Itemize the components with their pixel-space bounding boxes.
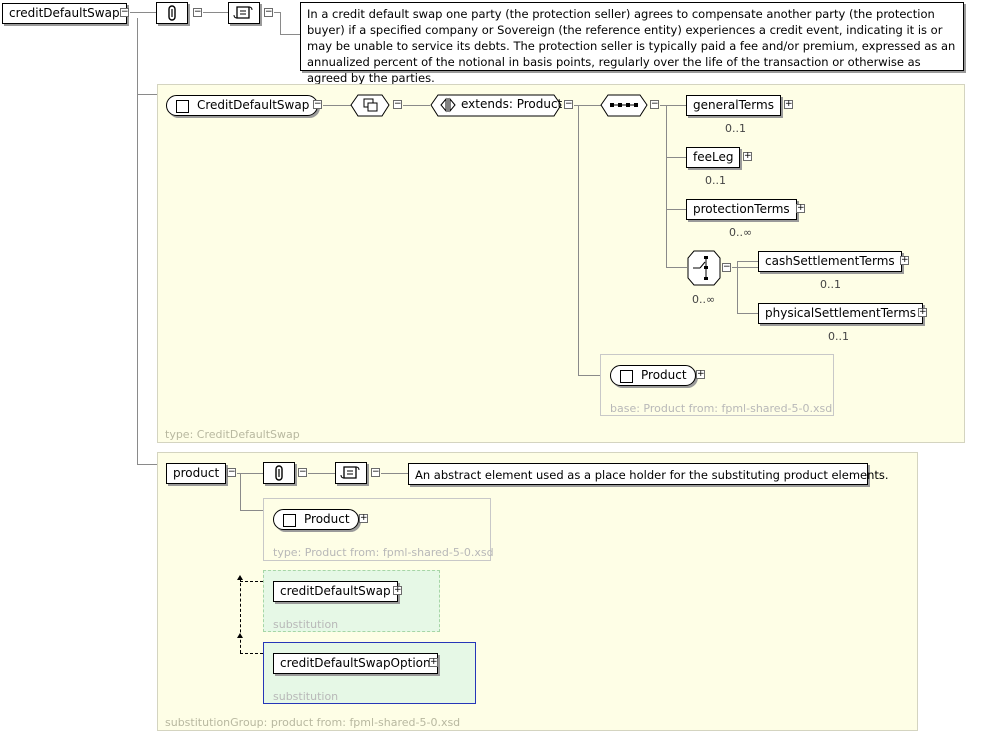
minus-icon[interactable]: − — [650, 99, 659, 109]
type-name-label: CreditDefaultSwap — [197, 98, 310, 112]
element-label: creditDefaultSwapOption — [280, 656, 431, 670]
type-product[interactable]: Product — [273, 509, 359, 530]
choice-icon — [687, 250, 721, 286]
cardinality: 0..1 — [820, 278, 841, 291]
cardinality: 0..1 — [705, 174, 726, 187]
element-credit-default-swap-option[interactable]: creditDefaultSwapOption — [273, 653, 438, 674]
extends-label: extends: Product — [461, 97, 563, 111]
substitution-panel-footer: substitutionGroup: product from: fpml-sh… — [165, 716, 461, 729]
minus-icon[interactable]: − — [193, 7, 202, 17]
complex-type-icon — [176, 100, 189, 113]
element-physical-settlement-terms[interactable]: physicalSettlementTerms — [758, 303, 924, 324]
minus-icon[interactable]: − — [298, 467, 307, 477]
root-documentation-text: In a credit default swap one party (the … — [307, 7, 956, 85]
element-protection-terms[interactable]: protectionTerms — [686, 199, 797, 220]
product-documentation-text: An abstract element used as a place hold… — [415, 468, 889, 482]
element-label: physicalSettlementTerms — [765, 306, 917, 320]
minus-icon[interactable]: − — [393, 99, 402, 109]
element-cash-settlement-terms[interactable]: cashSettlementTerms — [758, 251, 902, 272]
plus-icon[interactable]: + — [918, 307, 927, 317]
type-panel-footer: type: CreditDefaultSwap — [165, 428, 300, 441]
element-fee-leg[interactable]: feeLeg — [686, 147, 741, 168]
plus-icon[interactable]: + — [429, 657, 438, 667]
plus-icon[interactable]: + — [393, 585, 402, 595]
element-general-terms[interactable]: generalTerms — [686, 95, 781, 116]
minus-icon[interactable]: − — [227, 467, 236, 477]
element-label: creditDefaultSwap — [280, 584, 391, 598]
element-label: cashSettlementTerms — [765, 254, 895, 268]
type-name-label: Product — [641, 368, 687, 382]
root-documentation: In a credit default swap one party (the … — [300, 2, 964, 85]
element-label: generalTerms — [693, 98, 774, 112]
type-credit-default-swap[interactable]: CreditDefaultSwap — [166, 95, 319, 116]
paperclip-icon — [156, 2, 188, 24]
base-type-footer: base: Product from: fpml-shared-5-0.xsd — [610, 402, 833, 415]
paperclip-icon — [263, 462, 295, 484]
substitution-label: substitution — [273, 690, 339, 703]
complex-type-icon — [283, 514, 296, 527]
minus-icon[interactable]: − — [564, 99, 573, 109]
type-product[interactable]: Product — [610, 365, 696, 386]
plus-icon[interactable]: + — [743, 151, 752, 161]
product-type-footer: type: Product from: fpml-shared-5-0.xsd — [273, 546, 494, 559]
plus-icon[interactable]: + — [696, 369, 705, 379]
root-element[interactable]: creditDefaultSwap — [2, 3, 127, 24]
cardinality: 0..1 — [828, 330, 849, 343]
plus-icon[interactable]: + — [359, 513, 368, 523]
cardinality: 0..1 — [725, 122, 746, 135]
minus-icon[interactable]: − — [264, 7, 273, 17]
cardinality: 0..∞ — [729, 226, 753, 239]
minus-icon[interactable]: − — [120, 7, 129, 17]
root-element-label: creditDefaultSwap — [9, 6, 120, 20]
type-name-label: Product — [304, 512, 350, 526]
element-credit-default-swap[interactable]: creditDefaultSwap — [273, 581, 398, 602]
plus-icon[interactable]: + — [900, 255, 909, 265]
minus-icon[interactable]: − — [371, 467, 380, 477]
extends-product[interactable]: extends: Product — [430, 94, 562, 117]
scroll-icon — [228, 2, 260, 24]
element-product[interactable]: product — [166, 463, 227, 484]
substitution-label: substitution — [273, 618, 339, 631]
complex-type-icon — [620, 370, 633, 383]
scroll-icon — [335, 462, 367, 484]
plus-icon[interactable]: + — [784, 99, 793, 109]
complex-content-icon — [350, 94, 390, 117]
arrow-up-icon — [237, 633, 243, 638]
product-documentation: An abstract element used as a place hold… — [408, 463, 889, 485]
minus-icon[interactable]: − — [722, 262, 731, 272]
element-label: feeLeg — [693, 150, 734, 164]
arrow-up-icon — [237, 575, 243, 580]
sequence-icon — [600, 94, 648, 117]
cardinality: 0..∞ — [692, 293, 716, 306]
element-label: protectionTerms — [693, 202, 790, 216]
minus-icon[interactable]: − — [313, 99, 322, 109]
element-label: product — [173, 466, 220, 480]
plus-icon[interactable]: + — [796, 203, 805, 213]
